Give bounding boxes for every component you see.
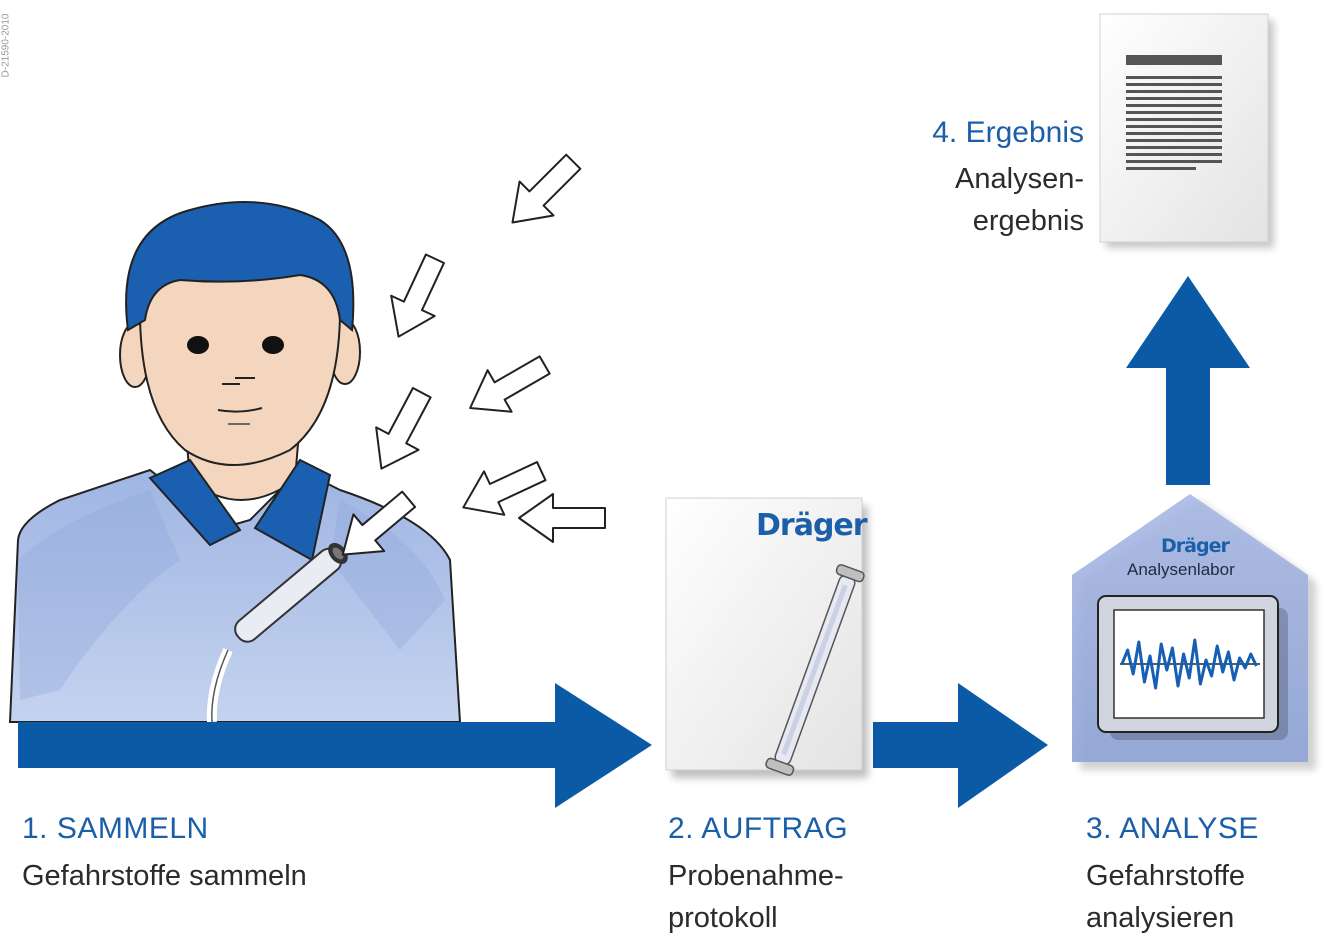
brand-logo-lab: Dräger [1161, 535, 1230, 557]
sampling-tube-icon [206, 542, 348, 723]
waveform-monitor-icon [1097, 595, 1288, 740]
air-flow-arrow-icon [375, 247, 458, 348]
air-flow-arrow-icon [359, 380, 444, 481]
lab-house-icon [1072, 494, 1316, 770]
document-icon [1099, 13, 1274, 248]
result-subtitle-line1: Analysen- [955, 163, 1084, 195]
flow-arrow-2 [873, 683, 1048, 808]
step-3-title: 3. ANALYSE [1086, 812, 1259, 845]
step-3-subtitle-line2: analysieren [1086, 902, 1235, 934]
figure-id: D-21590-2010 [0, 13, 12, 78]
air-flow-arrow-icon [494, 143, 592, 241]
lab-label: Analysenlabor [1127, 560, 1235, 579]
result-subtitle-line2: ergebnis [972, 205, 1084, 237]
flow-arrow-1 [18, 683, 652, 808]
flow-arrow-3 [1126, 276, 1250, 485]
step-2-title: 2. AUFTRAG [668, 812, 849, 845]
protocol-document [665, 497, 868, 778]
step-3-subtitle-line1: Gefahrstoffe [1086, 860, 1246, 892]
step-1-title: 1. SAMMELN [22, 812, 209, 845]
brand-logo-document: Dräger [756, 508, 868, 543]
step-2-subtitle-line2: protokoll [668, 902, 778, 934]
step-1-subtitle: Gefahrstoffe sammeln [22, 860, 307, 892]
air-flow-arrow-icon [457, 343, 558, 430]
air-flow-arrow-icon [518, 493, 606, 543]
step-2-subtitle-line1: Probenahme- [668, 860, 844, 892]
result-title: 4. Ergebnis [932, 116, 1084, 149]
